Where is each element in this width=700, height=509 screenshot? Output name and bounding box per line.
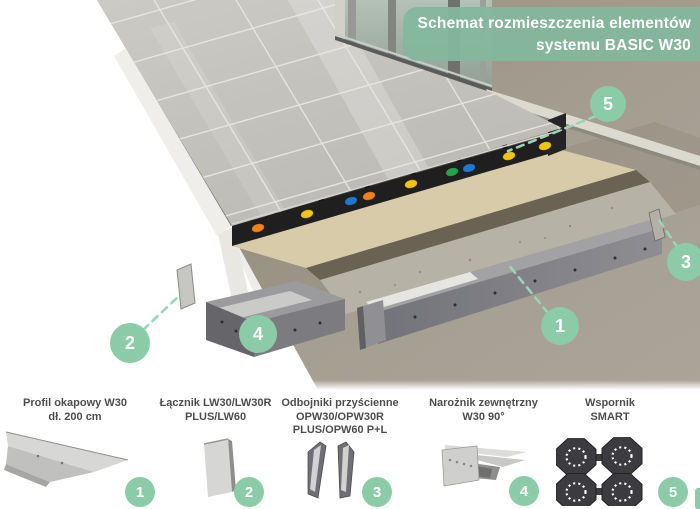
callout-lines [141,114,680,332]
drip-profile-right [366,208,666,344]
callout-number-2: 2 [125,333,135,353]
clipped-accent-element [695,488,700,509]
callout-line-3 [657,218,680,250]
pedestal-dot [538,141,552,151]
callout-number-3: 3 [681,252,691,272]
drip-profile-image [4,431,129,487]
product-name-2: Łącznik LW30/LW30R PLUS/LW60 [153,397,278,424]
connector-plate-middle [357,300,386,350]
product-legend: Profil okapowy W30 dł. 200 cm Łącznik LW… [0,390,700,509]
product-name-line: SMART [590,410,630,423]
profile-holes [413,247,647,319]
product-name-line: dł. 200 cm [48,410,102,423]
product-name-3: Odbojniki przyścienne OPW30/OPW30R PLUS/… [276,397,404,438]
tile-deck [97,0,562,226]
callout-circle-2 [110,323,150,363]
wall-bumpers-image [307,441,355,499]
callout-number-1: 1 [555,316,565,336]
callout-number-5: 5 [603,94,613,114]
connector-image [203,438,236,497]
slab-end-face [218,226,248,300]
tile-front-edge [231,129,563,225]
legend-number-2: 2 [234,477,264,507]
scene-bottom-fade [0,380,700,390]
product-name-line: Łącznik LW30/LW30R [159,397,272,409]
product-name-5: Wspornik SMART [556,397,664,424]
product-name-line: OPW30/OPW30R [295,410,385,423]
product-name-line: PLUS/OPW60 P+L [292,424,388,436]
product-name-line: Odbojniki przyścienne [281,397,399,409]
pedestal-dot [462,163,476,173]
title-banner: Schemat rozmieszczenia elementów systemu… [403,7,700,61]
parapet-ledge [486,89,700,166]
legend-number-3: 3 [362,477,392,507]
concrete-speckles [358,206,614,294]
pedestal-dot [362,191,376,201]
product-name-1: Profil okapowy W30 dł. 200 cm [0,397,150,424]
banner-title-line1: Schemat rozmieszczenia elementów [417,15,691,32]
edge-strip [232,130,562,246]
concrete-slab [320,182,676,314]
pedestal-dot [404,179,418,189]
pedestal [556,437,643,506]
scene-callouts: 1 2 3 4 5 [110,86,700,363]
insulation-layer [232,150,636,268]
corner-upright [548,113,566,156]
legend-number-1: 1 [125,477,155,507]
callout-number-4: 4 [253,324,263,344]
callout-circle-4 [239,315,277,353]
pedestal-dots [251,141,552,233]
callout-circle-3 [667,243,700,281]
scene-3d-render: 1 2 3 4 5 [0,0,700,390]
pedestal-dot [344,196,358,206]
edge-profile-underside [114,48,231,236]
product-name-line: Profil okapowy W30 [23,397,127,409]
callout-circle-1 [541,307,579,345]
product-name-4: Narożnik zewnętrzny W30 90° [406,397,561,424]
callout-line-1 [505,261,550,315]
parapet-ledge-edge [490,100,700,170]
connector-plate-floating [176,263,196,310]
product-name-line: W30 90° [462,410,505,423]
product-name-line: Narożnik zewnętrzny [429,397,538,409]
wall-spacer-clip-right [648,208,666,242]
banner-title-line2: systemu BASIC W30 [535,37,691,54]
callout-circle-5 [590,86,626,122]
outer-corner-image [441,445,527,487]
pedestal-dot [300,209,314,219]
callout-line-5 [506,114,598,153]
callout-line-2 [141,292,183,332]
product-name-line: PLUS/LW60 [184,410,247,423]
product-name-line: Wspornik [584,397,636,409]
pedestal-dot [251,223,265,233]
smart-pedestal-image [556,437,643,506]
legend-number-5: 5 [658,477,688,507]
pedestal-dot [445,167,459,177]
membrane-layer [306,170,650,280]
door-jamb [335,0,345,60]
legend-number-4: 4 [509,476,539,506]
